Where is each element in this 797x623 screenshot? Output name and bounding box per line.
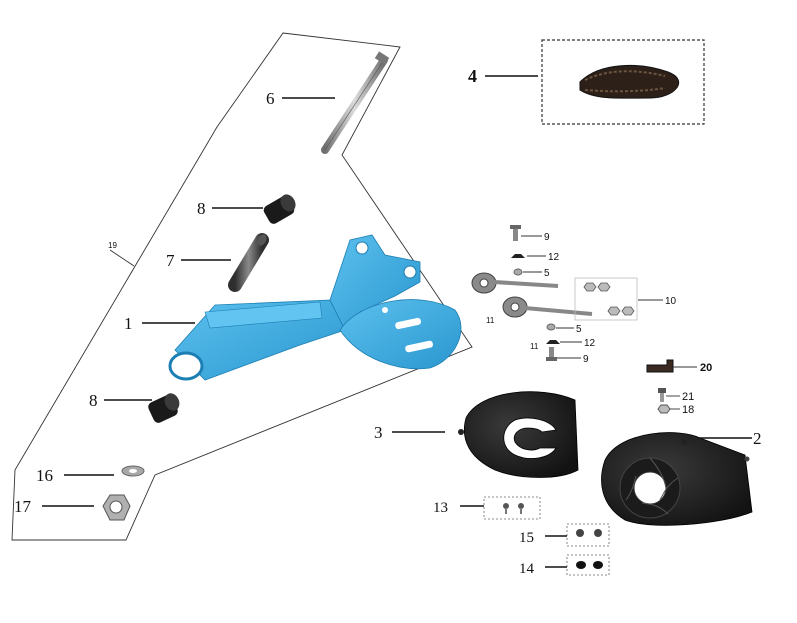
chain-adjuster-upper: [471, 272, 559, 294]
callout-12a: 12: [548, 252, 560, 263]
adjuster-bolt-top: [510, 225, 521, 241]
callout-4: 4: [468, 66, 477, 86]
washer: [121, 465, 145, 477]
nut-18: [657, 404, 671, 414]
callout-18: 18: [682, 404, 694, 416]
callout-15: 15: [519, 530, 534, 546]
callout-8a: 8: [197, 199, 206, 218]
grommets: [576, 529, 602, 537]
callout-6: 6: [266, 89, 275, 108]
rubber-bushing-bottom: [148, 393, 180, 423]
spacers-box: [566, 554, 610, 576]
callout-8b: 8: [89, 391, 98, 410]
callout-13: 13: [433, 500, 448, 516]
leader-lines: [42, 75, 752, 568]
washer-bottom: [546, 323, 556, 331]
screws-box: [483, 496, 541, 520]
callout-20: 20: [700, 362, 712, 374]
callout-1: 1: [124, 314, 133, 333]
callout-19: 19: [108, 241, 117, 250]
callout-7: 7: [166, 251, 175, 270]
callout-21: 21: [682, 391, 694, 403]
callout-5a: 5: [544, 268, 550, 279]
callout-9a: 9: [544, 232, 550, 243]
callout-9b: 9: [583, 354, 589, 365]
cap-nut-bottom: [546, 340, 560, 344]
washer-top: [513, 268, 523, 276]
grommets-box: [566, 523, 610, 547]
callout-11a: 11: [486, 316, 495, 325]
lock-nut: [102, 494, 131, 521]
callout-10: 10: [665, 296, 677, 307]
callout-12b: 12: [584, 338, 596, 349]
screws: [503, 503, 524, 514]
chain-adjuster-lower: [502, 296, 593, 318]
callout-14: 14: [519, 561, 535, 577]
outer-chain-cover: [601, 432, 753, 526]
spacers: [576, 561, 603, 569]
inner-chain-cover: [458, 391, 579, 478]
callout-3: 3: [374, 423, 383, 442]
cap-nut-top: [511, 254, 525, 258]
adjuster-nuts: [583, 282, 635, 316]
assembly-outline: [11, 32, 473, 541]
pivot-sleeve: [228, 233, 269, 292]
callout-2: 2: [753, 429, 762, 448]
callout-17: 17: [14, 497, 32, 516]
callout-16: 16: [36, 466, 53, 485]
bracket: [646, 359, 674, 373]
nuts-box: [574, 277, 638, 321]
pivot-bolt: [321, 51, 390, 154]
callout-5b: 5: [576, 324, 582, 335]
bolt-21: [658, 388, 666, 402]
adjuster-bolt-bottom: [546, 347, 557, 361]
rubber-bushing-top: [263, 194, 296, 224]
callout-11b: 11: [530, 342, 539, 351]
drive-chain: [579, 64, 680, 99]
chain-box: [541, 39, 705, 125]
swing-arm-frame: [168, 234, 462, 381]
